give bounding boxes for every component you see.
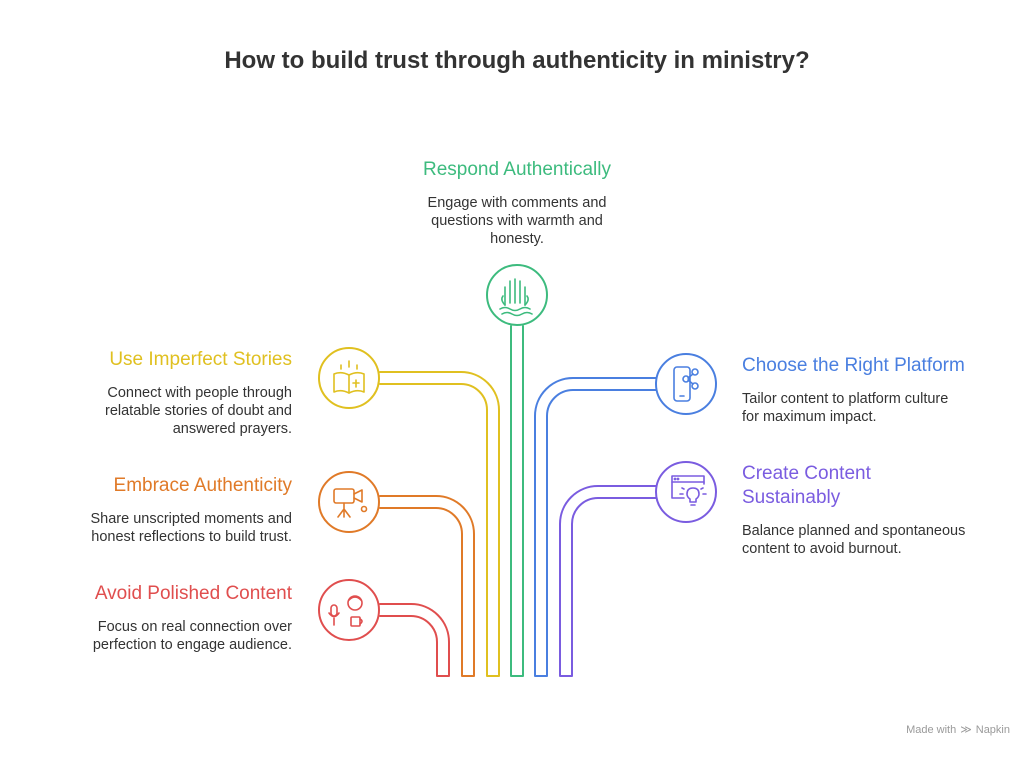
sustain-connector [559,485,657,677]
sustain-circle [655,461,717,523]
polished-title: Avoid Polished Content [94,583,292,604]
embrace-desc-line: Share unscripted moments and [90,511,293,527]
platform-description: Tailor content to platform culture for m… [742,390,1022,426]
platform-circle [655,353,717,415]
imperfect-connector [379,371,500,677]
sustain-title-line: Sustainably [742,487,841,508]
imperfect-desc-line: answered prayers. [172,421,292,437]
sustain-title-line: Create Content [742,463,871,484]
napkin-logo-icon: ≫ [960,724,972,736]
diagram-title: How to build trust through authenticity … [224,47,810,74]
embrace-title: Embrace Authenticity [113,475,292,496]
platform-title: Choose the Right Platform [742,355,965,376]
respond-circle [486,264,548,326]
platform-connector [534,377,657,677]
sustain-title: Create Content Sustainably [742,462,1022,510]
sustain-desc-line: content to avoid burnout. [742,541,902,557]
phone-share-icon [673,366,699,402]
polished-desc-line: perfection to engage audience. [92,637,292,653]
browser-lightbulb-icon [671,475,707,506]
respond-description: Engage with comments and questions with … [367,194,667,248]
sustain-desc-line: Balance planned and spontaneous [742,523,966,539]
embrace-desc-line: honest reflections to build trust. [91,529,292,545]
video-camera-icon [333,488,368,518]
embrace-description: Share unscripted moments and honest refl… [20,510,293,546]
imperfect-description: Connect with people through relatable st… [20,384,292,438]
watermark-brand: Napkin [975,723,1010,736]
respond-desc-line: questions with warmth and [431,213,603,229]
respond-desc-line: honesty. [490,231,544,247]
polished-description: Focus on real connection over perfection… [20,618,292,654]
watermark-prefix: Made with [906,723,957,736]
imperfect-desc-line: relatable stories of doubt and [104,403,292,419]
platform-desc-line: for maximum impact. [742,409,877,425]
respond-desc-line: Engage with comments and [427,195,607,211]
podcaster-icon [328,595,363,627]
embrace-circle [318,471,380,533]
polished-desc-line: Focus on real connection over [97,619,292,635]
embrace-connector [379,495,475,677]
imperfect-title: Use Imperfect Stories [109,349,292,370]
imperfect-desc-line: Connect with people through [107,385,292,401]
napkin-watermark: Made with ≫ Napkin [906,723,1010,737]
polished-circle [318,579,380,641]
polished-connector [379,603,450,677]
respond-connector [510,325,524,677]
sustain-description: Balance planned and spontaneous content … [742,522,1022,558]
respond-title: Respond Authentically [422,159,611,180]
raised-hands-icon [499,278,533,317]
open-book-icon [333,360,365,394]
platform-desc-line: Tailor content to platform culture [742,391,949,407]
